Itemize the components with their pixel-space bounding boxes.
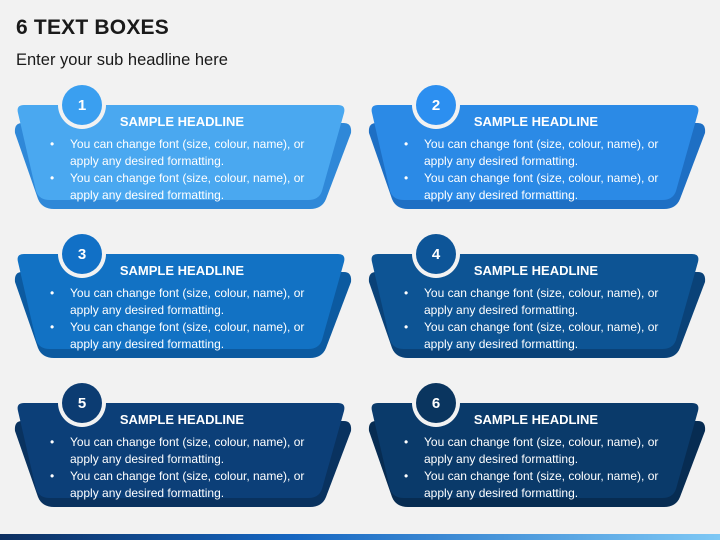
text-box-shape [368,105,706,209]
bullet-item: • You can change font (size, colour, name… [404,285,676,319]
text-box-shape [368,254,706,358]
box-headline: SAMPLE HEADLINE [473,263,599,278]
bullet-text: You can change font (size, colour, name)… [424,171,659,202]
bullet-dot-icon: • [50,171,55,185]
bullet-text: You can change font (size, colour, name)… [424,286,659,317]
box-headline: SAMPLE HEADLINE [473,114,599,129]
bullet-list: • You can change font (size, colour, name… [404,434,676,502]
box-headline: SAMPLE HEADLINE [119,114,245,129]
bullet-item: • You can change font (size, colour, name… [404,136,676,170]
bottom-accent-bar [0,534,720,540]
bullet-text: You can change font (size, colour, name)… [424,469,659,500]
bullet-item: • You can change font (size, colour, name… [50,434,322,468]
bullet-list: • You can change font (size, colour, name… [50,136,322,204]
bullet-text: You can change font (size, colour, name)… [70,286,305,317]
text-box-shape [368,403,706,507]
number-badge: 3 [58,230,106,278]
bullet-dot-icon: • [50,137,55,151]
bullet-text: You can change font (size, colour, name)… [70,469,305,500]
bullet-text: You can change font (size, colour, name)… [70,137,305,168]
bullet-list: • You can change font (size, colour, name… [50,285,322,353]
bullet-item: • You can change font (size, colour, name… [404,170,676,204]
box-headline: SAMPLE HEADLINE [119,263,245,278]
bullet-item: • You can change font (size, colour, name… [404,319,676,353]
bullet-item: • You can change font (size, colour, name… [404,434,676,468]
bullet-text: You can change font (size, colour, name)… [424,320,659,351]
bullet-dot-icon: • [404,320,409,334]
bullet-text: You can change font (size, colour, name)… [424,137,659,168]
page-subtitle: Enter your sub headline here [16,51,228,69]
bullet-item: • You can change font (size, colour, name… [50,170,322,204]
number-badge-label: 5 [62,383,102,423]
bullet-dot-icon: • [50,469,55,483]
number-badge: 2 [412,81,460,129]
text-box-front-panel [17,403,345,498]
bullet-dot-icon: • [50,286,55,300]
bullet-item: • You can change font (size, colour, name… [50,136,322,170]
text-box-front-panel [371,105,699,200]
page-title: 6 TEXT BOXES [16,16,169,39]
bullet-text: You can change font (size, colour, name)… [70,320,305,351]
bullet-item: • You can change font (size, colour, name… [404,468,676,502]
bullet-item: • You can change font (size, colour, name… [50,468,322,502]
bullet-text: You can change font (size, colour, name)… [424,435,659,466]
number-badge-label: 1 [62,85,102,125]
number-badge-label: 2 [416,85,456,125]
text-box-front-panel [371,403,699,498]
bullet-dot-icon: • [50,435,55,449]
text-box-shape [14,403,352,507]
bullet-dot-icon: • [404,286,409,300]
box-headline: SAMPLE HEADLINE [119,412,245,427]
bullet-text: You can change font (size, colour, name)… [70,171,305,202]
bullet-text: You can change font (size, colour, name)… [70,435,305,466]
number-badge-label: 6 [416,383,456,423]
text-box-front-panel [17,105,345,200]
text-box-shape [14,254,352,358]
text-box-front-panel [17,254,345,349]
bullet-dot-icon: • [404,171,409,185]
number-badge: 5 [58,379,106,427]
number-badge: 1 [58,81,106,129]
bullet-dot-icon: • [404,137,409,151]
bullet-dot-icon: • [404,469,409,483]
number-badge: 4 [412,230,460,278]
bullet-dot-icon: • [50,320,55,334]
box-headline: SAMPLE HEADLINE [473,412,599,427]
bullet-list: • You can change font (size, colour, name… [404,136,676,204]
bullet-item: • You can change font (size, colour, name… [50,319,322,353]
text-box-shape [14,105,352,209]
text-box-front-panel [371,254,699,349]
bullet-list: • You can change font (size, colour, name… [50,434,322,502]
number-badge: 6 [412,379,460,427]
bullet-list: • You can change font (size, colour, name… [404,285,676,353]
bullet-dot-icon: • [404,435,409,449]
number-badge-label: 4 [416,234,456,274]
number-badge-label: 3 [62,234,102,274]
bullet-item: • You can change font (size, colour, name… [50,285,322,319]
